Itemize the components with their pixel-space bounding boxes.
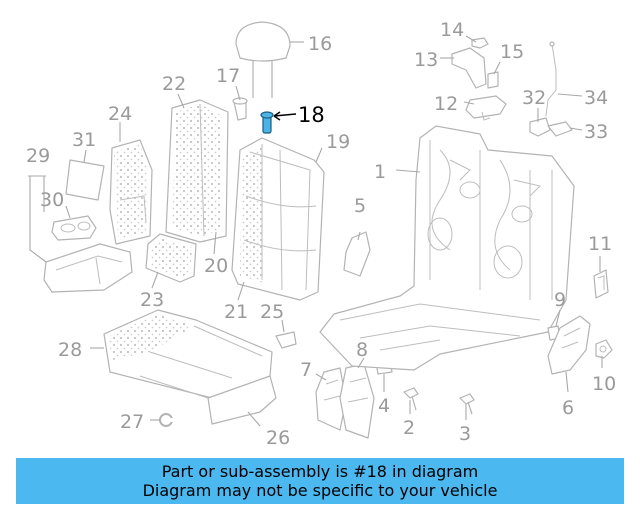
part-8-hinge-cover [339, 363, 375, 439]
leader-29 [28, 175, 47, 263]
callout-11: 11 [588, 233, 612, 255]
leader-23 [151, 271, 159, 289]
part-19-seatback-cover [231, 137, 325, 301]
part-14-knob [471, 37, 489, 49]
part-3-bolt [459, 393, 475, 415]
leader-18-arrow [273, 111, 281, 121]
leader-9 [555, 309, 561, 327]
callout-1: 1 [374, 161, 386, 183]
leader-34 [557, 93, 583, 97]
part-7-hinge-cover [315, 367, 347, 431]
callout-6: 6 [562, 397, 574, 419]
leader-25 [281, 319, 285, 333]
callout-5: 5 [354, 195, 366, 217]
callout-26: 26 [266, 427, 290, 449]
leader-6 [565, 371, 569, 393]
leader-8 [357, 357, 365, 369]
callout-12: 12 [434, 93, 458, 115]
part-16-headrest [235, 21, 291, 98]
callout-14: 14 [440, 19, 464, 41]
part-31-armrest-pad [65, 159, 105, 201]
callout-9: 9 [554, 289, 566, 311]
leader-14 [465, 35, 477, 43]
callout-30: 30 [40, 189, 64, 211]
leader-7 [315, 373, 327, 381]
part-6-side-cover [547, 315, 591, 375]
leader-30 [65, 205, 71, 219]
banner-line-part: Part or sub-assembly is #18 in diagram [161, 462, 479, 481]
callout-23: 23 [140, 289, 164, 311]
part-13-latch-bezel [451, 47, 487, 89]
part-33-cable-end [547, 121, 573, 137]
callout-16: 16 [308, 33, 332, 55]
leader-12 [463, 101, 475, 105]
callout-20: 20 [204, 255, 228, 277]
part-10-cap [595, 339, 613, 359]
callout-33: 33 [584, 121, 608, 143]
part-27-ring-clip [159, 413, 174, 427]
callout-17: 17 [216, 65, 240, 87]
callout-labels: 1 2 3 4 5 6 7 8 9 10 11 12 13 14 15 16 1… [26, 19, 616, 449]
leader-lines [28, 35, 603, 427]
callout-4: 4 [378, 395, 390, 417]
callout-22: 22 [162, 73, 186, 95]
part-11-cap [593, 269, 609, 299]
part-28-seat-cushion-pad [103, 309, 273, 399]
leader-26 [247, 411, 261, 427]
part-17-headrest-guide [232, 97, 248, 121]
callout-13: 13 [414, 49, 438, 71]
callout-27: 27 [120, 411, 144, 433]
part-5-bracket [343, 231, 371, 277]
leader-18 [273, 113, 297, 117]
part-22-seatback-pad [165, 99, 229, 243]
leader-5 [357, 231, 361, 241]
callout-19: 19 [326, 131, 350, 153]
callout-25: 25 [260, 301, 284, 323]
leader-15 [493, 61, 501, 75]
part-24-back-side-panel [109, 139, 153, 245]
leader-20 [213, 231, 217, 255]
callout-28: 28 [58, 339, 82, 361]
part-2-bolt [403, 387, 419, 411]
callout-29: 29 [26, 145, 50, 167]
part-25-clip [275, 331, 297, 349]
callout-10: 10 [592, 373, 616, 395]
part-32-latch [529, 117, 551, 137]
part-18-headrest-guide-highlighted [260, 111, 274, 134]
banner-line-disclaimer: Diagram may not be specific to your vehi… [142, 481, 498, 500]
callout-24: 24 [108, 103, 132, 125]
part-34-release-cable [545, 41, 557, 117]
part-12-latch-cover [465, 95, 507, 121]
callout-18-highlighted: 18 [298, 103, 325, 127]
part-15-clip [487, 71, 499, 89]
leader-17 [235, 85, 241, 101]
part-1-seat-frame [319, 125, 575, 371]
callout-32: 32 [522, 87, 546, 109]
callout-34: 34 [584, 87, 608, 109]
leader-1 [395, 169, 421, 173]
callout-15: 15 [500, 41, 524, 63]
leader-22 [177, 93, 185, 109]
callout-8: 8 [356, 339, 368, 361]
callout-21: 21 [224, 301, 248, 323]
part-30-cup-holder [51, 215, 97, 241]
part-26-seat-cushion-cover [139, 375, 277, 425]
callout-7: 7 [300, 359, 312, 381]
part-23-pad [145, 233, 197, 283]
part-29-armrest-base [43, 243, 133, 293]
leader-31 [83, 149, 87, 163]
info-banner: Part or sub-assembly is #18 in diagram D… [16, 458, 624, 504]
leader-21 [237, 281, 245, 301]
leader-19 [315, 147, 323, 163]
callout-31: 31 [72, 129, 96, 151]
callout-3: 3 [459, 423, 471, 445]
leader-33 [569, 127, 583, 131]
callout-2: 2 [403, 417, 415, 439]
